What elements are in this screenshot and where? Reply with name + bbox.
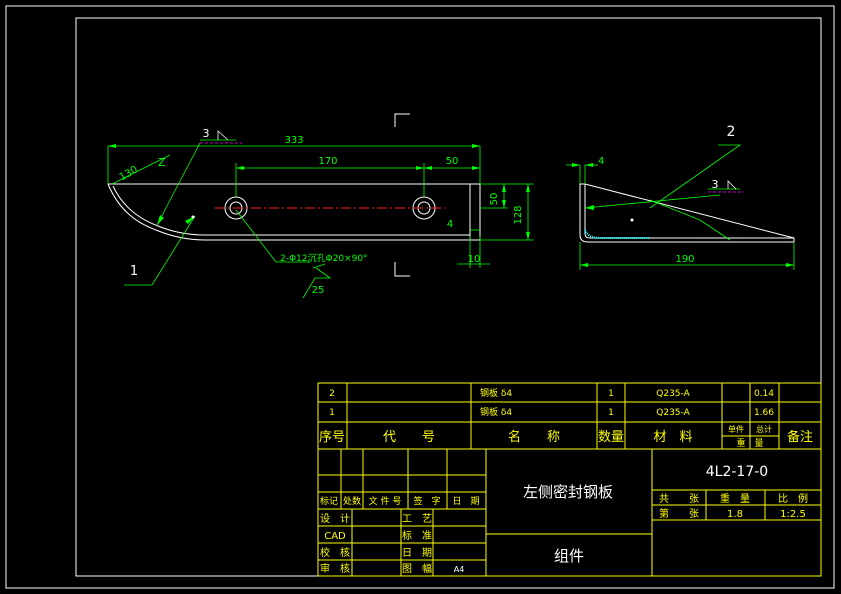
balloon-weld-side: 3 (712, 178, 719, 191)
part-name: 左侧密封钢板 (523, 483, 613, 501)
dim-side-length: 190 (675, 254, 694, 265)
dim-weld-size: 25 (312, 285, 325, 296)
label-scale: 比 例 (778, 492, 808, 505)
bom-header-weight: 重 量 (736, 437, 763, 449)
dim-hole-spacing: 170 (318, 156, 337, 167)
side-weld-symbol (708, 180, 744, 193)
label-date: 日 期 (452, 496, 479, 507)
bom-row-2-total-weight: 1.66 (754, 408, 774, 418)
balloon-part-2: 2 (727, 124, 736, 140)
bom-header-remark: 备注 (787, 429, 813, 445)
bom-row-2-qty: 1 (608, 408, 614, 418)
label-review: 审 核 (320, 562, 350, 575)
sheet-size-value: A4 (454, 565, 465, 574)
label-date2: 日 期 (402, 547, 432, 559)
title-block: 标记 处数 文 件 号 签 字 日 期 设 计 工 艺 CAD 标 准 校 核 … (317, 448, 822, 577)
bom-rows: 2 钢板 δ4 1 Q235-A 0.14 1 钢板 δ4 1 Q235-A 1… (329, 387, 774, 418)
side-arrow-heads (572, 163, 794, 267)
label-sheet-size: 图 幅 (402, 562, 432, 575)
side-view: 4 190 2 3 (566, 124, 795, 270)
bom-row-1-no: 2 (329, 389, 335, 399)
category: 组件 (554, 547, 584, 565)
side-dimension-lines (566, 144, 795, 270)
bom-row-1-total-weight: 0.14 (754, 389, 774, 399)
label-weight: 重 量 (720, 492, 750, 505)
label-doc-no: 文 件 号 (369, 495, 402, 507)
bom-header-qty: 数量 (598, 430, 624, 445)
bom-headers: 序号 代 号 名 称 数量 材 料 单件 总计 重 量 备注 (319, 424, 813, 449)
bom-row-1-material: Q235-A (656, 389, 690, 399)
label-proofread: 校 核 (320, 546, 350, 559)
weld-mark-z: Z (158, 156, 166, 169)
centering-marks (394, 113, 410, 277)
bom-header-name: 名 称 (508, 429, 560, 445)
hole-note: 2-Φ12沉孔Φ20×90° (280, 253, 368, 264)
drawing-number: 4L2-17-0 (706, 464, 768, 480)
dim-flange: 10 (468, 254, 481, 265)
balloon-weld-front: 3 (203, 127, 210, 140)
outer-frame (5, 5, 835, 589)
side-dimension-texts: 4 190 (598, 156, 695, 265)
balloon-part-1: 1 (130, 264, 138, 279)
label-design: 设 计 (320, 512, 350, 525)
label-sheet-no: 第 张 (659, 507, 699, 520)
bom-header-total-weight: 总计 (756, 424, 772, 434)
label-count: 处数 (343, 495, 361, 507)
bom-row-1-name: 钢板 δ4 (480, 387, 512, 399)
front-view: 333 170 50 130 50 128 4 10 25 2-Φ12沉孔Φ20… (107, 127, 534, 299)
front-plate-outline (107, 183, 481, 241)
label-signature: 签 字 (413, 495, 440, 507)
title-block-grid (317, 448, 822, 577)
dim-thickness: 4 (447, 219, 453, 230)
side-weld-seam (584, 229, 650, 239)
dim-side-thickness: 4 (598, 156, 604, 167)
bom-row-2-material: Q235-A (656, 408, 690, 418)
dim-height-small: 50 (489, 193, 500, 206)
part-1-dot (191, 215, 195, 219)
bom-header-code: 代 号 (383, 430, 435, 445)
bom-header-no: 序号 (319, 430, 345, 445)
bom-row-2-name: 钢板 δ4 (480, 406, 512, 418)
scale-value: 1:2.5 (780, 509, 806, 520)
bom-row-2-no: 1 (329, 408, 335, 418)
bom-header-unit-weight: 单件 (728, 424, 744, 434)
dim-overall: 333 (284, 135, 303, 146)
label-mark: 标记 (320, 495, 338, 507)
label-total-sheets: 共 张 (659, 493, 699, 505)
title-block-labels: 标记 处数 文 件 号 签 字 日 期 设 计 工 艺 CAD 标 准 校 核 … (320, 492, 808, 575)
bom-header-material: 材 料 (653, 430, 692, 445)
dim-height-total: 128 (513, 205, 524, 224)
label-cad: CAD (324, 531, 346, 542)
front-dimension-lines (107, 145, 534, 268)
front-weld-symbol (200, 130, 242, 144)
bom-row-1-qty: 1 (608, 389, 614, 399)
label-standard: 标 准 (402, 530, 432, 542)
side-plate-outline (579, 183, 795, 243)
front-leaders (124, 142, 332, 299)
front-arrow-heads (108, 144, 530, 240)
part-2-dot (630, 218, 634, 222)
dim-right-offset: 50 (446, 156, 459, 167)
label-process: 工 艺 (402, 513, 432, 525)
weight-value: 1.8 (727, 509, 743, 520)
